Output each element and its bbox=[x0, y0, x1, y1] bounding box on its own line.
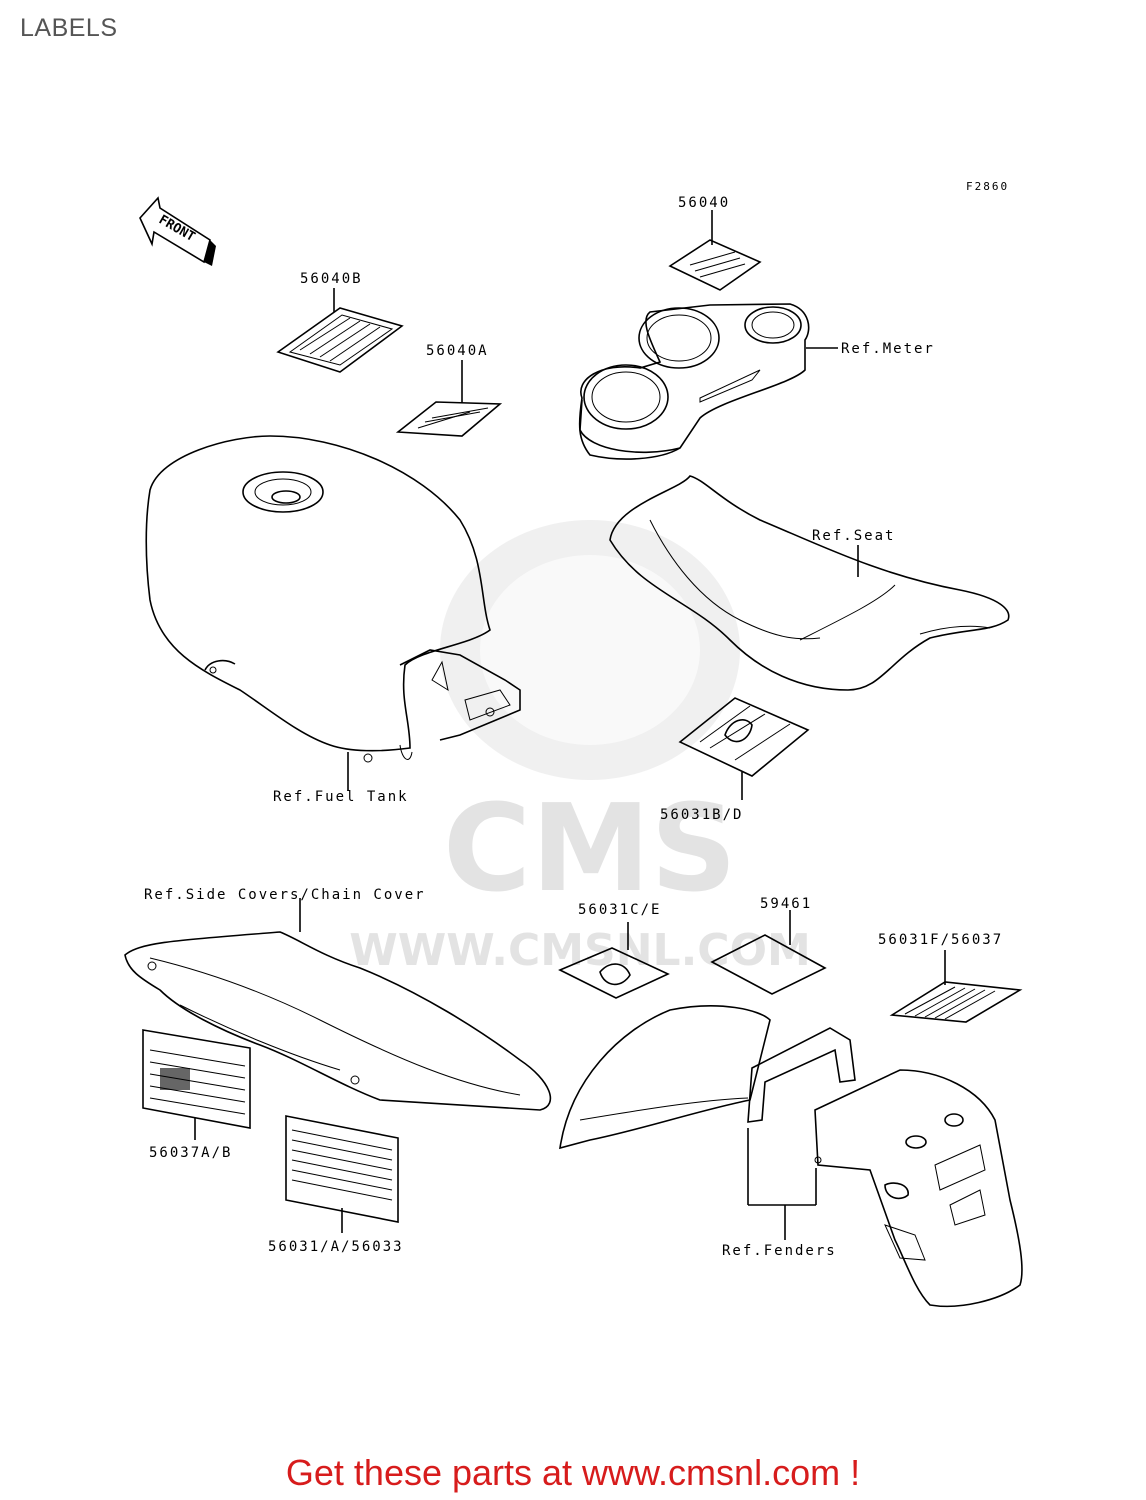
front-arrow-label: FRONT bbox=[156, 212, 198, 245]
ref-fenders-label: Ref.Fenders bbox=[722, 1243, 837, 1259]
label-56037AB bbox=[142, 1029, 251, 1140]
rear-mudguard bbox=[814, 1069, 1023, 1308]
part-number-56040B: 56040B bbox=[300, 271, 363, 287]
rear-fender bbox=[559, 1005, 856, 1150]
label-56031CE bbox=[558, 922, 670, 999]
seat bbox=[609, 475, 1010, 691]
part-number-56031F-56037: 56031F/56037 bbox=[878, 932, 1003, 948]
part-number-56031BD: 56031B/D bbox=[660, 807, 743, 823]
label-56031A-56033 bbox=[285, 1115, 399, 1233]
label-56031F-56037 bbox=[889, 950, 1023, 1023]
side-cover-chain-cover bbox=[124, 898, 552, 1111]
label-59461 bbox=[710, 910, 827, 995]
label-56040 bbox=[668, 210, 762, 291]
label-56040A bbox=[395, 360, 503, 437]
meter-housing bbox=[578, 303, 838, 460]
watermark-logo-text: CMS bbox=[443, 780, 737, 919]
part-number-59461: 59461 bbox=[760, 896, 812, 912]
ref-fuel-tank-label: Ref.Fuel Tank bbox=[273, 789, 409, 805]
label-56040B bbox=[276, 288, 404, 373]
front-arrow-icon: FRONT bbox=[139, 196, 216, 266]
cms-watermark: CMS WWW.CMSNL.COM bbox=[349, 520, 811, 976]
ref-fenders-leader bbox=[747, 1128, 817, 1240]
ref-side-covers-label: Ref.Side Covers/Chain Cover bbox=[144, 887, 426, 903]
fuel-tank bbox=[145, 435, 521, 790]
part-number-56037AB: 56037A/B bbox=[149, 1145, 232, 1161]
part-number-56031CE: 56031C/E bbox=[578, 902, 661, 918]
label-56031BD bbox=[678, 697, 810, 800]
figure-code: F2860 bbox=[966, 180, 1009, 193]
page-title: LABELS bbox=[20, 14, 118, 42]
footer-promo-text[interactable]: Get these parts at www.cmsnl.com ! bbox=[285, 1452, 861, 1493]
ref-seat-label: Ref.Seat bbox=[812, 528, 895, 544]
part-number-56040A: 56040A bbox=[426, 343, 489, 359]
part-number-56031A-56033: 56031/A/56033 bbox=[268, 1239, 404, 1255]
ref-meter-label: Ref.Meter bbox=[841, 341, 935, 357]
watermark-url-text: WWW.CMSNL.COM bbox=[349, 925, 811, 976]
part-number-56040: 56040 bbox=[678, 195, 730, 211]
